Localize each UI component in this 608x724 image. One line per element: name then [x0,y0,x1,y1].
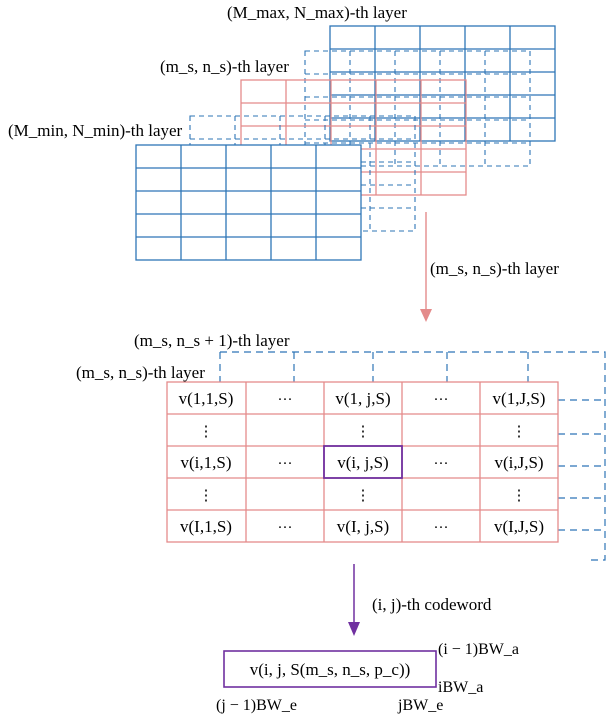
highlight-cell [323,445,403,479]
layer-max-grid [329,25,556,142]
layer-max-label: (M_max, N_max)-th layer [227,3,407,22]
cell-1-1: v(1,1,S) [179,389,234,408]
cell-5-2: ··· [278,520,293,536]
cell-3-5: v(i,J,S) [494,453,543,472]
cell-1-5: v(1,J,S) [493,389,546,408]
cell-1-3: v(1, j,S) [335,389,390,408]
layer-next-label: (m_s, n_s + 1)-th layer [134,331,290,350]
arrow2-label: (i, j)-th codeword [372,595,492,614]
cell-3-4: ··· [434,456,449,472]
cell-3-1: v(i,1,S) [181,453,232,472]
cell-2-1: ⋮ [199,424,214,440]
arrow-down-pink [420,212,432,322]
cell-5-4: ··· [434,520,449,536]
cell-1-2: ··· [278,392,293,408]
cell-1-4: ··· [434,392,449,408]
cell-4-5: ⋮ [512,488,527,504]
cell-2-5: ⋮ [512,424,527,440]
codeword-bottom-left-label: (j − 1)BW_e [216,697,297,714]
cell-5-3: v(I, j,S) [337,517,389,536]
codeword-grid [166,381,559,543]
cell-3-3: v(i, j,S) [337,453,388,472]
layer-next-dashed-grid [219,351,606,561]
codeword-box [223,650,437,688]
layer-min-grid [135,144,362,261]
cell-4-3: ⋮ [356,488,371,504]
layer-cur-label: (m_s, n_s)-th layer [76,363,205,382]
codeword-right-label: iBW_a [438,679,483,696]
cell-3-2: ··· [278,456,293,472]
codeword-bottom-right-label: jBW_e [397,697,443,714]
cell-5-1: v(I,1,S) [180,517,232,536]
codeword-top-right-label: (i − 1)BW_a [438,641,519,658]
cell-4-1: ⋮ [199,488,214,504]
arrow-down-purple [348,564,360,636]
layer-ms-label: (m_s, n_s)-th layer [160,57,289,76]
codeword-label: v(i, j, S(m_s, n_s, p_c)) [250,660,411,679]
arrow1-label: (m_s, n_s)-th layer [430,259,559,278]
cell-2-3: ⋮ [356,424,371,440]
layer-ms-dashed-grid [304,50,531,167]
layer-min-label: (M_min, N_min)-th layer [8,121,183,140]
cell-5-5: v(I,J,S) [494,517,544,536]
